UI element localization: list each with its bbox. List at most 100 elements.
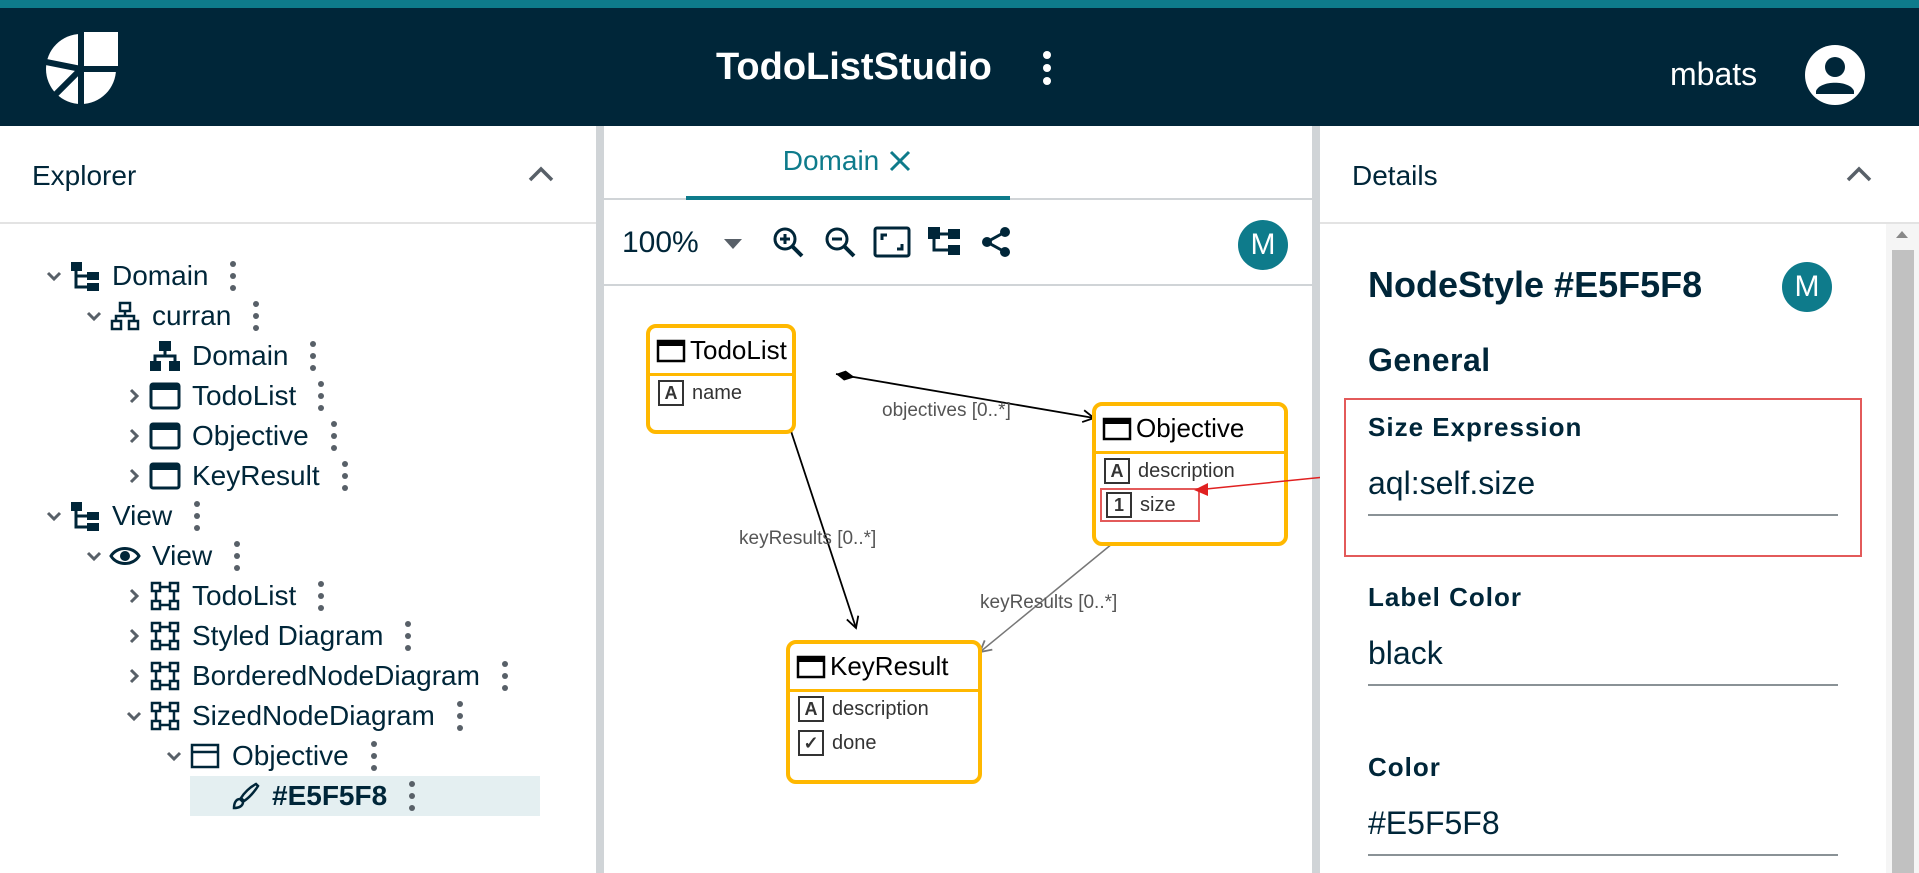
explorer-splitter[interactable] — [596, 126, 604, 873]
tree-item-selected[interactable]: #E5F5F8 — [190, 776, 540, 816]
details-scrollbar[interactable] — [1886, 224, 1919, 873]
zoom-in-button[interactable] — [768, 222, 808, 262]
tree-item[interactable]: View — [40, 496, 202, 536]
editor-user-avatar[interactable]: M — [1238, 220, 1288, 270]
more-options-icon[interactable] — [228, 261, 238, 291]
arrange-all-button[interactable] — [924, 222, 964, 262]
chevron-down-icon[interactable] — [120, 702, 148, 730]
tree-item[interactable]: View — [80, 536, 242, 576]
share-icon — [982, 227, 1010, 257]
tree-item[interactable]: Domain — [120, 336, 318, 376]
node-attribute[interactable]: ✓ done — [790, 726, 978, 760]
project-menu-icon[interactable] — [1036, 48, 1058, 88]
more-options-icon[interactable] — [500, 661, 510, 691]
tree-item[interactable]: Objective — [120, 416, 339, 456]
tree-spacer — [200, 782, 228, 810]
diagram-icon — [148, 579, 182, 613]
field-value[interactable]: #E5F5F8 — [1368, 805, 1838, 856]
more-options-icon[interactable] — [329, 421, 339, 451]
details-panel-title: Details — [1352, 160, 1438, 191]
share-button[interactable] — [976, 222, 1016, 262]
attribute-name: done — [832, 731, 877, 754]
tree-item[interactable]: Styled Diagram — [120, 616, 413, 656]
tree-item[interactable]: Domain — [40, 256, 238, 296]
account-icon[interactable] — [1804, 44, 1866, 106]
tree-item[interactable]: SizedNodeDiagram — [120, 696, 465, 736]
string-attribute-icon: A — [658, 380, 684, 406]
chevron-down-icon[interactable] — [160, 742, 188, 770]
view-tree-icon — [68, 499, 102, 533]
tree-item[interactable]: curran — [80, 296, 261, 336]
chevron-down-icon — [724, 239, 743, 249]
scroll-up-icon[interactable] — [1886, 224, 1919, 244]
edge-objectives[interactable] — [835, 370, 1096, 423]
node-keyresult[interactable]: KeyResult A description ✓ done — [786, 640, 982, 784]
more-options-icon[interactable] — [251, 301, 261, 331]
tree-item-label: Styled Diagram — [192, 620, 384, 651]
details-user-avatar[interactable]: M — [1782, 262, 1832, 312]
more-options-icon[interactable] — [403, 621, 413, 651]
collapse-details-icon[interactable] — [1844, 162, 1874, 186]
tree-item[interactable]: Objective — [160, 736, 379, 776]
editor-tab-bar: Domain — [604, 126, 1312, 200]
node-objective[interactable]: Objective A description 1 size — [1092, 402, 1288, 546]
node-header: KeyResult — [790, 644, 978, 692]
more-options-icon[interactable] — [316, 581, 326, 611]
zoom-out-button[interactable] — [820, 222, 860, 262]
more-options-icon[interactable] — [308, 341, 318, 371]
close-tab-icon[interactable] — [887, 148, 913, 174]
node-attribute[interactable]: A description — [1096, 454, 1284, 488]
number-attribute-icon: 1 — [1106, 492, 1132, 518]
color-field[interactable]: Color #E5F5F8 — [1368, 752, 1838, 856]
tree-item[interactable]: BorderedNodeDiagram — [120, 656, 510, 696]
edge-keyresults-todolist[interactable] — [784, 415, 860, 630]
node-title: TodoList — [690, 335, 787, 365]
diagram-icon — [148, 699, 182, 733]
tree-spacer — [120, 342, 148, 370]
diagram-canvas[interactable]: objectives [0..*] keyResults [0..*] keyR… — [604, 288, 1312, 873]
chevron-right-icon[interactable] — [120, 462, 148, 490]
collapse-explorer-icon[interactable] — [526, 162, 556, 186]
chevron-right-icon[interactable] — [120, 662, 148, 690]
tree-item[interactable]: TodoList — [120, 576, 326, 616]
chevron-down-icon[interactable] — [40, 502, 68, 530]
tree-item[interactable]: TodoList — [120, 376, 326, 416]
more-options-icon[interactable] — [369, 741, 379, 771]
arrange-layout-icon — [928, 227, 960, 255]
field-label: Size Expression — [1368, 412, 1583, 442]
tree-item-label: TodoList — [192, 380, 297, 411]
size-expression-field[interactable]: Size Expression aql:self.size — [1368, 412, 1838, 516]
field-value[interactable]: black — [1368, 635, 1838, 686]
more-options-icon[interactable] — [455, 701, 465, 731]
zoom-level-select[interactable]: 100% — [622, 226, 745, 260]
app-logo-icon[interactable] — [44, 32, 118, 106]
chevron-down-icon[interactable] — [40, 262, 68, 290]
chevron-down-icon[interactable] — [80, 302, 108, 330]
label-color-field[interactable]: Label Color black — [1368, 582, 1838, 686]
chevron-right-icon[interactable] — [120, 422, 148, 450]
more-options-icon[interactable] — [407, 781, 417, 811]
chevron-down-icon[interactable] — [80, 542, 108, 570]
node-attribute[interactable]: A name — [650, 376, 792, 410]
more-options-icon[interactable] — [316, 381, 326, 411]
diagram-icon — [148, 619, 182, 653]
node-attribute[interactable]: A description — [790, 692, 978, 726]
more-options-icon[interactable] — [340, 461, 350, 491]
details-splitter[interactable] — [1312, 126, 1320, 873]
tree-item-label: Objective — [232, 740, 349, 771]
fit-to-screen-button[interactable] — [872, 222, 912, 262]
chevron-right-icon[interactable] — [120, 582, 148, 610]
scrollbar-thumb[interactable] — [1892, 250, 1914, 873]
field-label: Label Color — [1368, 582, 1523, 612]
tab-domain[interactable]: Domain — [686, 126, 1010, 200]
more-options-icon[interactable] — [232, 541, 242, 571]
chevron-right-icon[interactable] — [120, 622, 148, 650]
node-attribute-highlighted[interactable]: 1 size — [1100, 488, 1200, 522]
tree-item[interactable]: KeyResult — [120, 456, 350, 496]
edge-label-keyresults: keyResults [0..*] — [739, 528, 877, 549]
field-value[interactable]: aql:self.size — [1368, 465, 1838, 516]
more-options-icon[interactable] — [192, 501, 202, 531]
zoom-in-icon — [773, 227, 804, 258]
chevron-right-icon[interactable] — [120, 382, 148, 410]
node-todolist[interactable]: TodoList A name — [646, 324, 796, 434]
